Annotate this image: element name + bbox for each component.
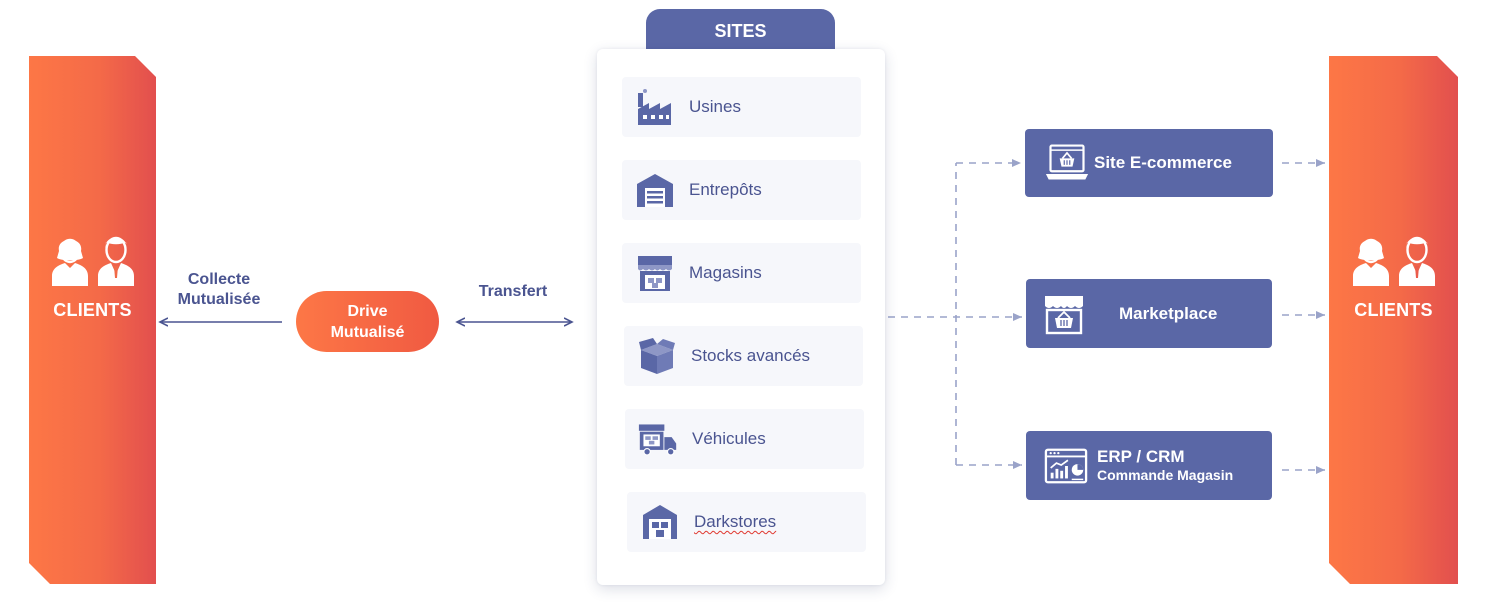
channel-site-ecommerce: Site E-commerce: [1025, 129, 1273, 197]
laptop-basket-icon: [1045, 141, 1089, 185]
site-label-darkstores: Darkstores: [694, 512, 777, 531]
woman-avatar-icon: [1351, 228, 1391, 286]
channel-label-erp-line2: Commande Magasin: [1097, 467, 1234, 483]
drive-line1: Drive: [347, 302, 388, 320]
site-label-entrepots: Entrepôts: [689, 180, 762, 199]
site-label-vehicules: Véhicules: [692, 429, 766, 448]
woman-avatar-icon: [50, 228, 90, 286]
clients-avatars-right: [1329, 228, 1458, 286]
man-avatar-icon: [1397, 228, 1437, 286]
site-item-usines: Usines: [622, 77, 861, 137]
site-item-vehicules: Véhicules: [625, 409, 864, 469]
site-label-usines: Usines: [689, 97, 741, 116]
collecte-line1: Collecte: [187, 271, 251, 288]
collecte-label: Collecte Mutualisée: [160, 270, 278, 310]
clients-avatars-left: [29, 228, 156, 286]
drive-line2: Mutualisé: [330, 323, 405, 341]
marketplace-store-icon: [1042, 292, 1086, 336]
clients-label-left: CLIENTS: [53, 300, 132, 320]
dashboard-chart-icon: [1044, 444, 1088, 488]
sites-title: SITES: [646, 9, 835, 53]
site-item-darkstores: Darkstores: [627, 492, 866, 552]
channel-erp-crm: ERP / CRM Commande Magasin: [1026, 431, 1272, 500]
clients-column-left: CLIENTS: [29, 56, 156, 584]
channel-label-marketplace: Marketplace: [1119, 303, 1218, 323]
channel-marketplace: Marketplace: [1026, 279, 1272, 348]
clients-label-right: CLIENTS: [1354, 300, 1433, 320]
site-label-stocks-avances: Stocks avancés: [691, 346, 811, 365]
open-box-icon: [637, 336, 677, 376]
delivery-truck-icon: [638, 419, 678, 459]
channel-label-ecommerce: Site E-commerce: [1094, 153, 1232, 172]
channel-label-erp-line1: ERP / CRM: [1097, 447, 1185, 466]
man-avatar-icon: [96, 228, 136, 286]
transfert-label: Transfert: [478, 283, 548, 300]
site-label-magasins: Magasins: [689, 263, 762, 282]
warehouse-icon: [635, 170, 675, 210]
site-item-magasins: Magasins: [622, 243, 861, 303]
darkstore-icon: [640, 502, 680, 542]
site-item-stocks-avances: Stocks avancés: [624, 326, 863, 386]
store-icon: [635, 253, 675, 293]
sites-panel: Usines Entrepôts Magas: [597, 49, 885, 585]
drive-mutualise-node: Drive Mutualisé: [296, 291, 439, 352]
site-item-entrepots: Entrepôts: [622, 160, 861, 220]
factory-icon: [635, 87, 675, 127]
collecte-line2: Mutualisée: [177, 291, 261, 308]
clients-column-right: CLIENTS: [1329, 56, 1458, 584]
